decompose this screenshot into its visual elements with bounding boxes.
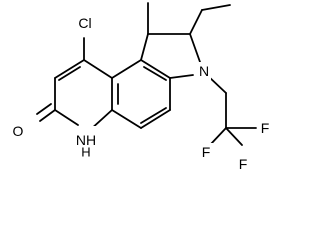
bond-lines (36, 2, 257, 146)
atom-label-carbonyl-oxygen: O (13, 123, 24, 139)
bond-c9-c8-double (58, 66, 81, 81)
bond-c9b-c3a (140, 59, 171, 79)
bond-cf3-f-left (209, 127, 227, 146)
bond-c2-ethyl-a (189, 9, 203, 35)
bond-n3-c3a (169, 74, 194, 79)
bond-cf3-f-down (225, 127, 243, 146)
bond-c2-ethyl-b (201, 4, 231, 11)
atom-label-chlorine: Cl (78, 15, 91, 31)
atom-label-fluorine-right: F (261, 120, 270, 136)
atom-label-fluorine-left: F (202, 144, 211, 160)
bond-c5-c5a (111, 109, 142, 129)
atom-label-fluorine-bottom: F (239, 156, 248, 172)
bond-c9a-c9b (111, 59, 142, 79)
atom-label-ring-nitrogen: N (199, 63, 209, 79)
atom-label-amide-hydrogen: H (81, 145, 90, 160)
bond-c7-o (39, 109, 56, 122)
bond-c9-c8 (54, 59, 85, 79)
bond-c2-n3 (189, 33, 201, 63)
bond-c7-o-double (36, 103, 52, 115)
chemical-structure-diagram: Cl N NH H O F F F (10, 2, 272, 173)
atom-label-amide-nitrogen: NH (76, 132, 96, 148)
bond-c4-c5 (140, 109, 171, 129)
bond-c7-n6 (54, 109, 79, 126)
bond-c9b-c1 (140, 33, 149, 61)
bond-c4-c5-double (140, 107, 167, 124)
bond-c9b-c3a-double (143, 66, 167, 81)
bond-c9a-c9 (83, 59, 113, 79)
atom-labels: Cl N NH H O F F F (10, 14, 272, 173)
